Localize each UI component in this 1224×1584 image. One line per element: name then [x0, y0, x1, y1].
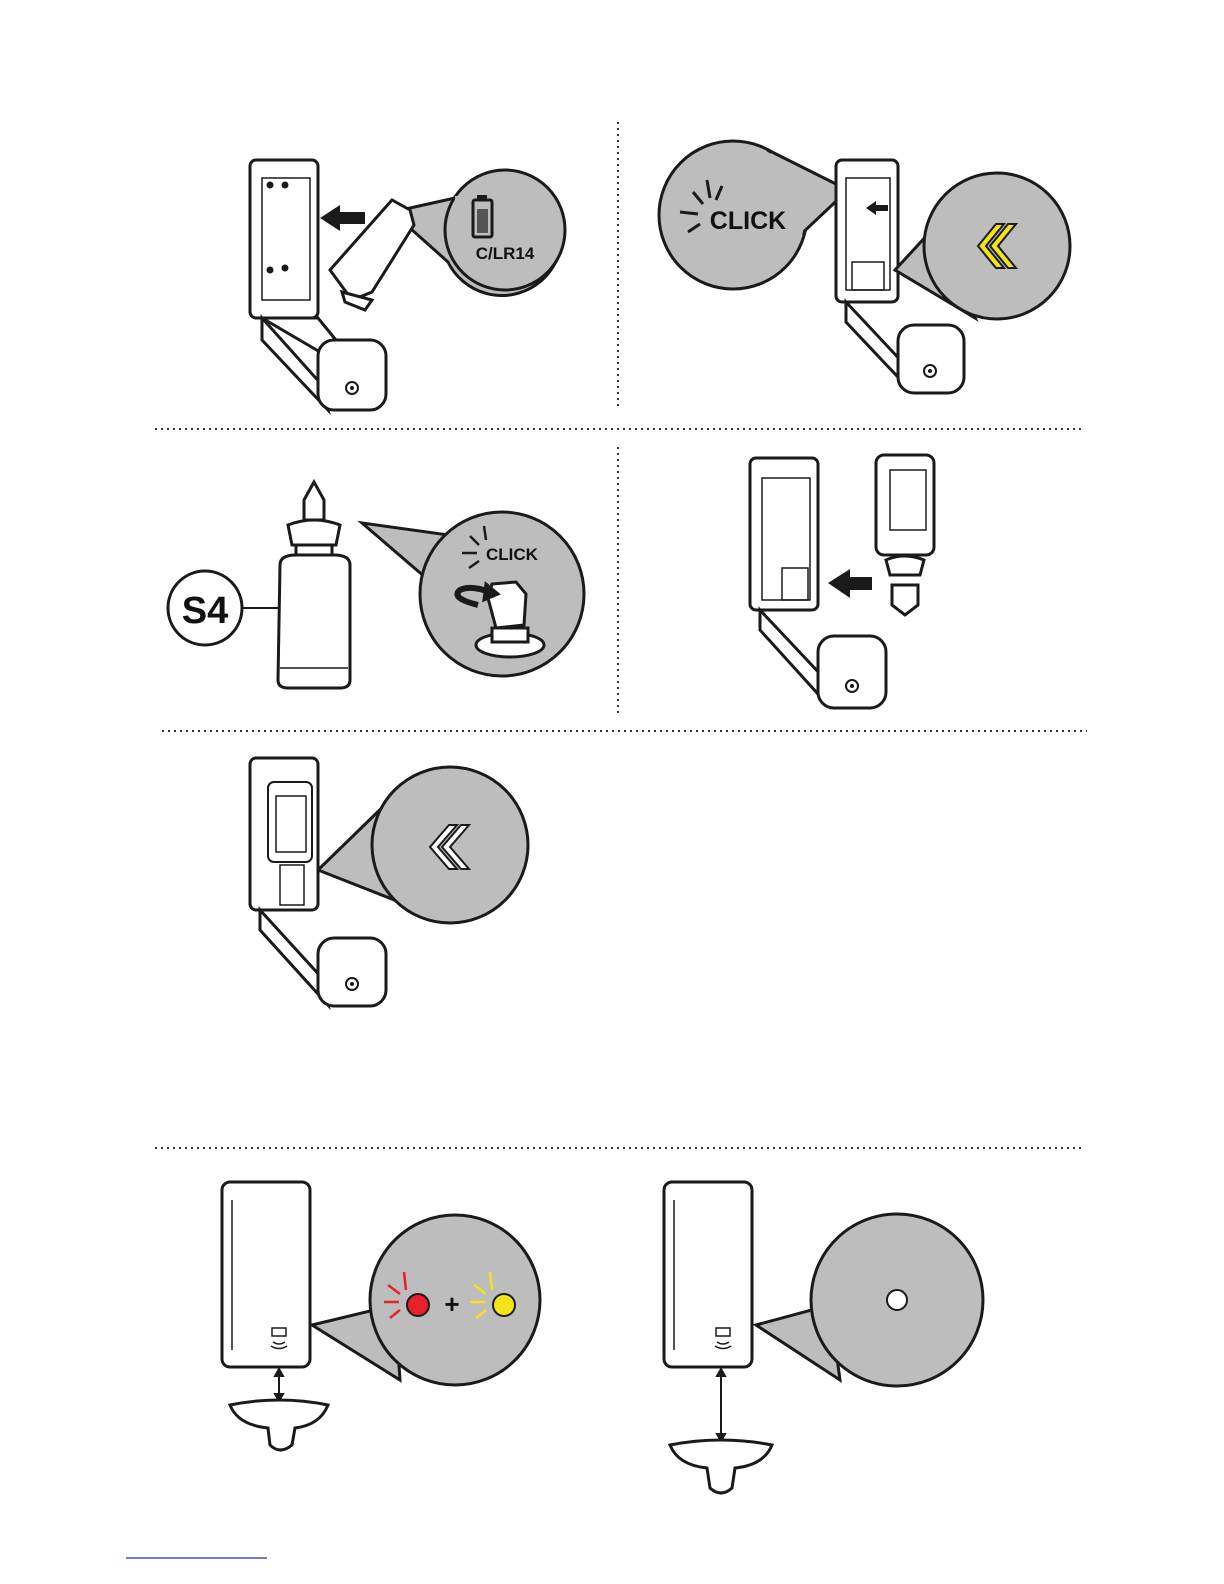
panel-close-cover [250, 758, 528, 1006]
led-off-icon [887, 1290, 907, 1310]
battery-type-label: C/LR14 [476, 244, 535, 263]
close-magnifier [318, 767, 528, 923]
led-off-magnifier [756, 1214, 983, 1386]
panel-click-battery: CLICK [659, 141, 1070, 393]
refill-bottle [278, 482, 350, 688]
refill-bottle-tilted [876, 455, 934, 615]
distance-arrow-short [275, 1369, 283, 1401]
hand-far [670, 1440, 772, 1493]
battery-icon [473, 195, 492, 237]
dispenser-closed [222, 1182, 310, 1367]
s4-badge: S4 [168, 571, 242, 645]
hand-close [230, 1400, 328, 1450]
s4-badge-label: S4 [182, 590, 228, 632]
panel-indicator-off [664, 1182, 983, 1493]
dispenser-closed-2 [664, 1182, 752, 1367]
panel-refill-prep: S4 CLICK [168, 482, 584, 688]
distance-arrow-long [717, 1369, 725, 1441]
led-plus-sign: + [444, 1289, 459, 1319]
push-arrow-icon-2 [828, 569, 872, 598]
panel-refill-insert [750, 455, 934, 708]
click-label-refill: CLICK [486, 545, 539, 564]
rotate-magnifier [362, 512, 584, 676]
panel-indicator-lights: + [222, 1182, 540, 1450]
click-label-top: CLICK [710, 207, 786, 235]
push-arrow-icon [320, 205, 365, 231]
panel-battery-insert: C/LR14 [250, 160, 565, 410]
